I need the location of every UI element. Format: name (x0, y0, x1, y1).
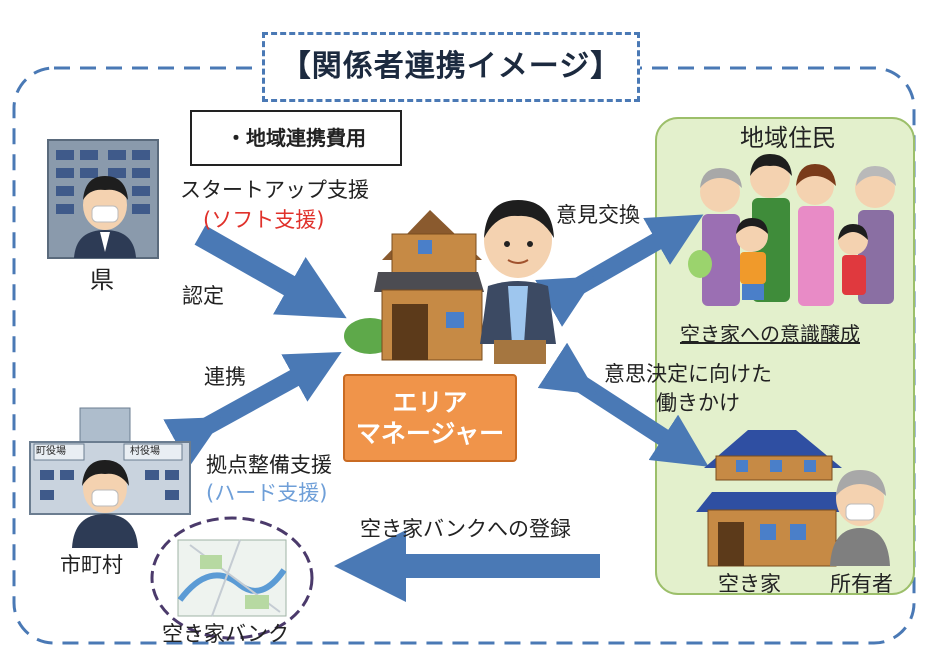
hard-support-label: (ハード支援) (206, 481, 328, 505)
residents-label: 地域住民 (740, 124, 836, 152)
regional-cost-box: ・地域連携費用 (190, 110, 402, 166)
family-icon (688, 154, 896, 306)
municipality-person-icon (72, 460, 138, 548)
bank-registration-label: 空き家バンクへの登録 (360, 517, 572, 541)
map-icon (150, 516, 314, 640)
area-manager-box: エリア マネージャー (343, 374, 517, 462)
arrow-opinion-exchange (535, 214, 704, 327)
municipality-label: 市町村 (60, 553, 123, 577)
cooperation-label: 連携 (204, 365, 246, 389)
owner-person-icon (830, 470, 890, 566)
village-office-sign: 村役場 (130, 446, 160, 457)
owner-label: 所有者 (830, 572, 893, 596)
arrow-certification (194, 225, 347, 319)
vacant-bank-label: 空き家バンク (162, 622, 290, 646)
area-manager-line2: マネージャー (355, 419, 505, 448)
decision-label-line1: 意思決定に向けた (604, 362, 772, 386)
arrows (163, 214, 709, 602)
vacant-house-icon (696, 430, 852, 567)
area-manager-line1: エリア (392, 388, 468, 417)
area-manager-person-icon (480, 200, 556, 364)
startup-support-label: スタートアップ支援 (180, 178, 369, 202)
decision-label-line2: 働きかけ (656, 391, 740, 415)
soft-support-label: (ソフト支援) (203, 208, 325, 232)
prefecture-person-icon (74, 176, 136, 258)
arrow-decision (537, 342, 709, 467)
vacant-house-label: 空き家 (718, 572, 781, 596)
diagram-title: 【関係者連携イメージ】 (262, 32, 640, 102)
awareness-label: 空き家への意識醸成 (680, 322, 860, 346)
town-office-sign: 町役場 (36, 446, 66, 457)
house-icon (344, 210, 484, 361)
base-support-label: 拠点整備支援 (206, 453, 332, 477)
certification-label: 認定 (182, 284, 224, 308)
prefecture-label: 県 (90, 266, 114, 294)
opinion-exchange-label: 意見交換 (556, 203, 640, 227)
arrow-cooperation (163, 351, 342, 467)
